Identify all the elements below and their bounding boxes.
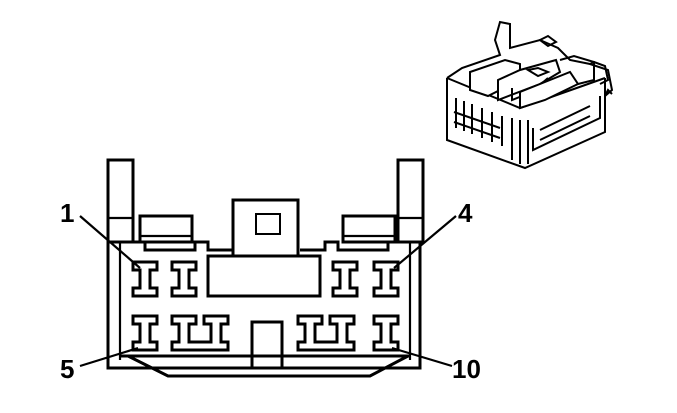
pin-label-1: 1 — [60, 198, 74, 228]
right-latch-post — [396, 158, 425, 244]
pin-label-5: 5 — [60, 354, 74, 384]
upper-terminal-row — [131, 260, 400, 298]
lower-terminal-row — [131, 314, 400, 370]
right-top-tab — [341, 214, 397, 244]
center-key-block — [206, 254, 322, 298]
terminal-10 — [372, 314, 400, 352]
pin-label-10: 10 — [452, 354, 481, 384]
terminal-1 — [131, 260, 159, 298]
connector-isometric-view — [446, 20, 614, 170]
leader-line-5 — [79, 346, 139, 368]
terminal-4 — [372, 260, 400, 298]
left-latch-post — [106, 158, 135, 244]
leader-line-4 — [393, 215, 457, 269]
terminal-8-9 — [296, 314, 356, 352]
lower-center-key — [250, 320, 284, 370]
connector-bottom-skirt — [120, 354, 410, 378]
leader-line-10 — [391, 346, 453, 368]
connector-face-view: 1 4 5 10 — [60, 158, 481, 384]
terminal-3 — [331, 260, 359, 298]
leader-line-1 — [79, 215, 141, 269]
pin-label-4: 4 — [458, 198, 473, 228]
terminal-6-7 — [170, 314, 230, 352]
center-latch-window — [255, 213, 281, 235]
terminal-2 — [170, 260, 198, 298]
left-top-tab — [138, 214, 194, 244]
terminal-5 — [131, 314, 159, 352]
